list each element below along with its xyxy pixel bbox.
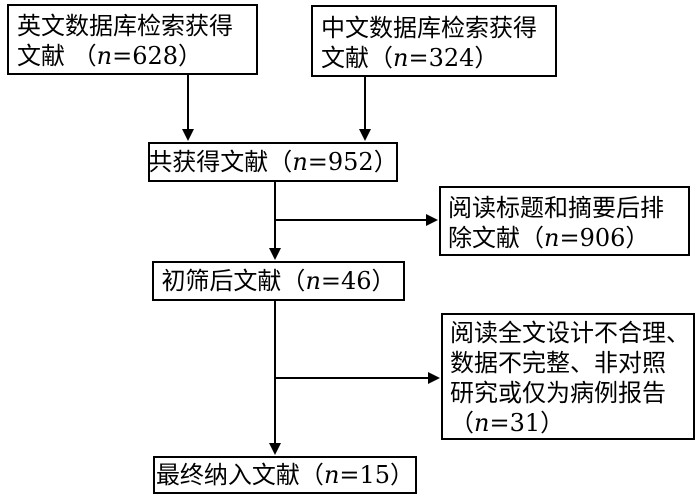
label-text: 文献（ bbox=[321, 44, 393, 72]
box-total-retrieved: 共获得文献（n=952） bbox=[148, 142, 398, 182]
box-after-initial-screening: 初筛后文献（n=46） bbox=[152, 261, 405, 301]
n-variable: n bbox=[305, 267, 321, 295]
box-text-line: 阅读标题和摘要后排 bbox=[448, 193, 681, 223]
box-text-line: 共获得文献（n=952） bbox=[148, 147, 397, 177]
label-text: 阅读标题和摘要后排 bbox=[448, 194, 664, 222]
box-final-included: 最终纳入文献（n=15） bbox=[153, 456, 417, 494]
box-text-line: 研究或仅为病例报告 bbox=[450, 378, 686, 408]
n-variable: n bbox=[393, 44, 409, 72]
box-text-line: 文献 （n=628） bbox=[17, 41, 248, 71]
label-text: =46） bbox=[320, 267, 396, 295]
box-text-line: 中文数据库检索获得 bbox=[321, 13, 547, 43]
label-text: 共获得文献（ bbox=[148, 148, 293, 176]
box-text-line: 除文献（n=906） bbox=[448, 223, 681, 253]
box-text-line: 英文数据库检索获得 bbox=[17, 11, 248, 41]
label-text: =906） bbox=[559, 224, 650, 252]
n-variable: n bbox=[474, 409, 490, 437]
label-text: =15） bbox=[339, 461, 415, 489]
box-text-line: 最终纳入文献（n=15） bbox=[156, 460, 414, 490]
n-variable: n bbox=[323, 461, 340, 489]
n-variable: n bbox=[292, 148, 308, 176]
box-english-db-results: 英文数据库检索获得 文献 （n=628） bbox=[7, 4, 258, 75]
label-text: =952） bbox=[307, 148, 398, 176]
n-variable: n bbox=[96, 42, 113, 70]
n-variable: n bbox=[544, 224, 560, 252]
label-text: =628） bbox=[112, 42, 203, 70]
label-text: （ bbox=[450, 409, 474, 437]
box-text-line: 初筛后文献（n=46） bbox=[161, 266, 395, 296]
box-chinese-db-results: 中文数据库检索获得 文献（n=324） bbox=[311, 5, 557, 77]
box-excluded-fulltext: 阅读全文设计不合理、 数据不完整、非对照 研究或仅为病例报告 （n=31） bbox=[441, 313, 695, 440]
label-text: 除文献（ bbox=[448, 224, 544, 252]
label-text: =31） bbox=[489, 409, 565, 437]
label-text: 中文数据库检索获得 bbox=[321, 14, 537, 42]
label-text: 英文数据库检索获得 bbox=[17, 12, 233, 40]
box-text-line: 文献（n=324） bbox=[321, 43, 547, 73]
box-text-line: （n=31） bbox=[450, 408, 686, 438]
label-text: 数据不完整、非对照 bbox=[450, 349, 666, 377]
label-text: 文献 （ bbox=[17, 42, 97, 70]
box-text-line: 阅读全文设计不合理、 bbox=[450, 318, 690, 348]
label-text: 最终纳入文献（ bbox=[155, 461, 324, 489]
label-text: 阅读全文设计不合理、 bbox=[450, 319, 690, 347]
label-text: =324） bbox=[408, 44, 499, 72]
box-excluded-title-abstract: 阅读标题和摘要后排 除文献（n=906） bbox=[439, 186, 690, 256]
box-text-line: 数据不完整、非对照 bbox=[450, 348, 686, 378]
label-text: 初筛后文献（ bbox=[161, 267, 306, 295]
label-text: 研究或仅为病例报告 bbox=[450, 379, 666, 407]
